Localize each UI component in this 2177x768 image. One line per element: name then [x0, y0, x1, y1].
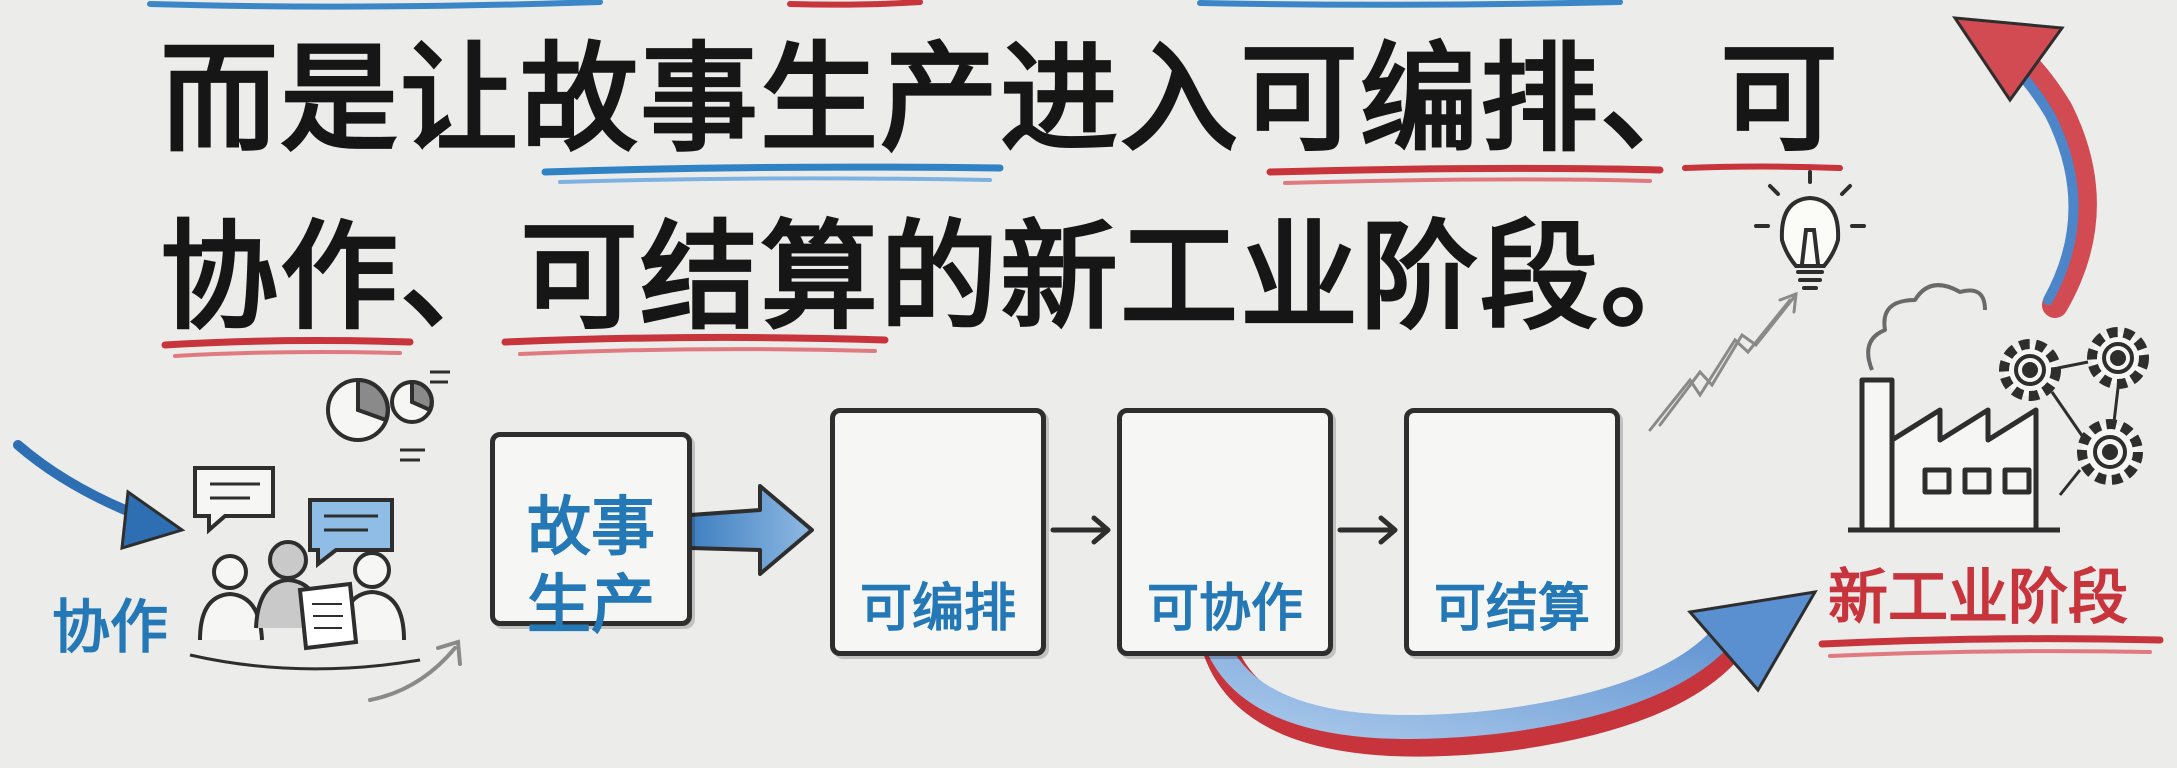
story-box-line-2: 生产 — [527, 569, 655, 643]
story-production-box: 故事 生产 — [490, 432, 692, 643]
headline-underlines — [161, 163, 1843, 358]
trend-line-icon — [1648, 291, 1798, 432]
step-label-settle: 可结算 — [1433, 579, 1590, 639]
step-label-orchestrate: 可编排 — [859, 579, 1016, 639]
curved-arrow-icon — [368, 639, 462, 702]
destination-underline — [1818, 635, 2164, 658]
headline-line-2: 协作、可结算的新工业阶段。 — [160, 208, 1721, 346]
story-to-orchestrate-arrow — [688, 484, 814, 576]
pie-chart-icon — [326, 370, 450, 462]
step-arrows — [1050, 515, 1398, 545]
factory-icon — [1848, 283, 2060, 533]
step-box-settle: 可结算 — [1404, 408, 1620, 656]
bottom-sweep-arrow — [1203, 590, 1818, 757]
step-box-collaborate: 可协作 — [1117, 408, 1333, 656]
top-edge-strokes — [147, 0, 1623, 10]
gears-icon — [1999, 327, 2149, 496]
story-box-line-1: 故事 — [527, 491, 655, 565]
lightbulb-icon — [1754, 170, 1866, 290]
chat-bubble-icon — [193, 466, 394, 569]
incoming-arrow — [13, 440, 186, 551]
headline-line-1: 而是让故事生产进入可编排、可 — [160, 30, 1841, 168]
new-industrial-stage-label: 新工业阶段 — [1828, 563, 2128, 633]
rising-curved-arrow — [1951, 16, 2097, 318]
step-box-orchestrate: 可编排 — [830, 408, 1046, 656]
step-label-collaborate: 可协作 — [1146, 579, 1303, 639]
team-meeting-icon — [189, 540, 421, 671]
collaboration-label: 协作 — [52, 593, 169, 661]
